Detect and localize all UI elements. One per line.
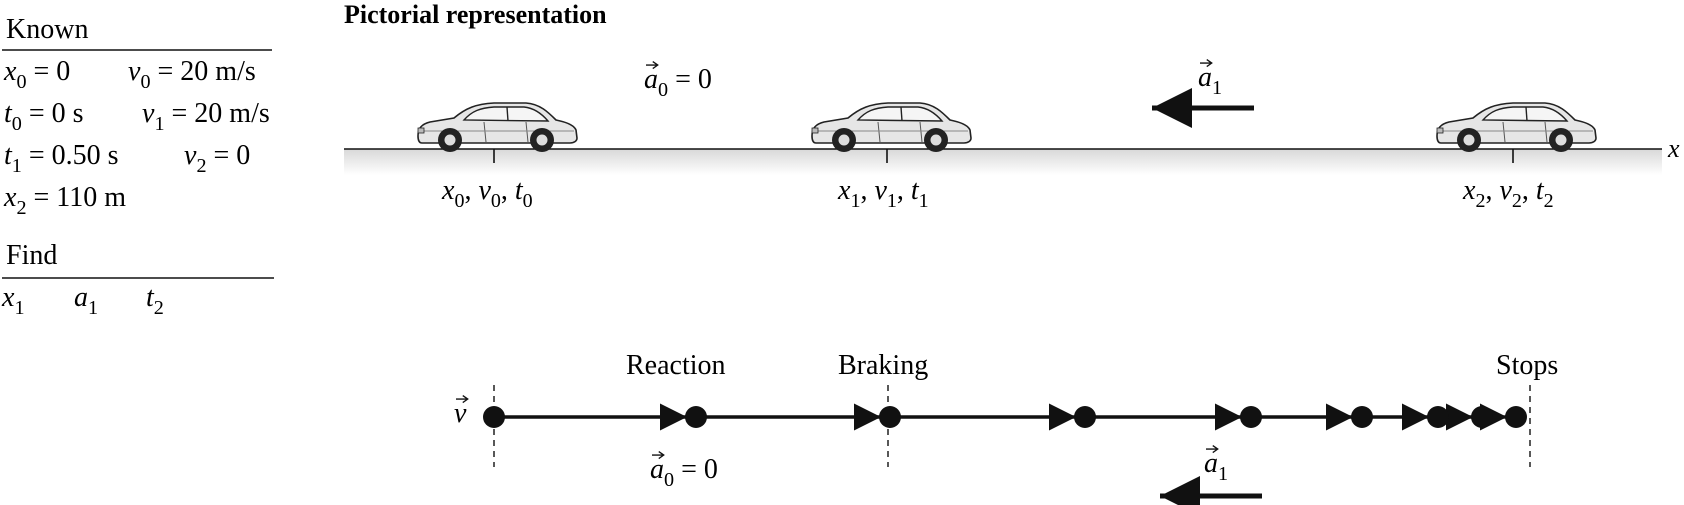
pictorial-a1-text-vector-arrow — [1200, 59, 1213, 68]
known-heading: Known — [6, 14, 88, 45]
position-labels: x0, v0, t0 x1, v1, t1 x2, v2, t2 — [441, 175, 1554, 212]
motion-a0-text-vector-arrow — [652, 451, 665, 460]
motion-dot-1 — [685, 406, 707, 428]
known-item: x2 = 110 m — [3, 182, 126, 219]
motion-dot-3 — [1074, 406, 1096, 428]
known-find-panel: Known x0 = 0 v0 = 20 m/s t0 = 0 s v1 = 20 m… — [1, 14, 274, 319]
find-item: x1 — [1, 282, 25, 319]
accel-one-label: a1 — [1198, 59, 1222, 99]
known-item: v2 = 0 — [184, 140, 250, 177]
motion-dot-2 — [879, 406, 901, 428]
pictorial-a1-text: a1 — [1198, 62, 1222, 99]
find-item: t2 — [146, 282, 164, 319]
phase-label-2: Stops — [1496, 350, 1558, 381]
motion-dot-4 — [1240, 406, 1262, 428]
x-axis-label: x — [1667, 134, 1680, 163]
motion-dot-7 — [1471, 406, 1493, 428]
car-start — [417, 102, 578, 153]
accel-zero-label: a0 = 0 — [644, 61, 712, 101]
find-heading: Find — [6, 240, 57, 271]
car-stop — [1436, 102, 1597, 153]
known-item: x0 = 0 — [3, 56, 70, 93]
find-list: x1 a1 t2 — [1, 282, 164, 319]
known-item: t0 = 0 s — [4, 98, 84, 135]
car-brake — [811, 102, 972, 153]
known-item: v0 = 20 m/s — [128, 56, 256, 93]
velocity-text: v — [454, 398, 467, 429]
motion-accel-one-label: a1 — [1204, 445, 1228, 485]
position-label-stop: x2, v2, t2 — [1462, 175, 1554, 212]
motion-a0-text: a0 = 0 — [650, 454, 718, 491]
velocity-text-vector-arrow — [456, 395, 469, 404]
motion-accel-zero-label: a0 = 0 — [650, 451, 718, 491]
find-item: a1 — [74, 282, 98, 319]
position-label-start: x0, v0, t0 — [441, 175, 533, 212]
motion-a1-text-vector-arrow — [1206, 445, 1219, 454]
motion-dot-8 — [1505, 406, 1527, 428]
road-surface — [344, 149, 1662, 175]
motion-dot-5 — [1351, 406, 1373, 428]
phase-label-0: Reaction — [626, 350, 726, 381]
motion-dots — [483, 403, 1527, 431]
motion-a1-text: a1 — [1204, 448, 1228, 485]
position-label-brake: x1, v1, t1 — [837, 175, 929, 212]
pictorial-a0-text-vector-arrow — [646, 61, 659, 70]
phase-label-1: Braking — [838, 350, 928, 381]
known-item: t1 = 0.50 s — [4, 140, 119, 177]
known-item: v1 = 20 m/s — [142, 98, 270, 135]
motion-diagram: Reaction Braking Stops v a0 = 0 a1 — [454, 350, 1558, 505]
page-title: Pictorial representation — [344, 0, 607, 29]
motion-dot-0 — [483, 406, 505, 428]
motion-dot-6 — [1427, 406, 1449, 428]
pictorial-a0-text: a0 = 0 — [644, 64, 712, 101]
known-list: x0 = 0 v0 = 20 m/s t0 = 0 s v1 = 20 m/s t1 =… — [3, 56, 270, 219]
velocity-label: v — [454, 395, 469, 429]
phase-labels: Reaction Braking Stops — [626, 350, 1558, 381]
